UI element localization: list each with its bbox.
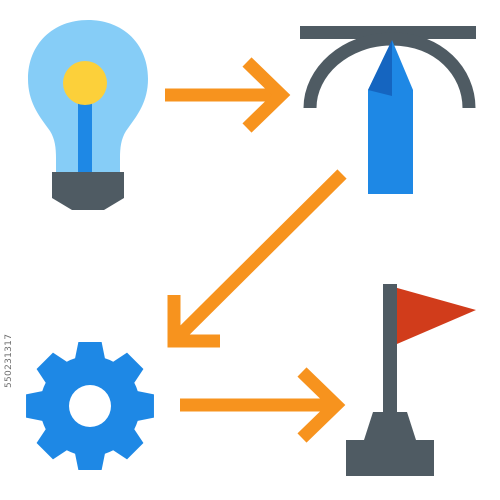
lightbulb-icon xyxy=(28,20,148,210)
pen-top-bar xyxy=(300,26,476,39)
gear-shape xyxy=(26,342,154,470)
pen-arch xyxy=(303,32,476,109)
gear-icon xyxy=(26,342,154,470)
bulb-base xyxy=(52,172,124,210)
arrow-idea-to-design xyxy=(165,57,291,133)
arrow-design-to-develop xyxy=(167,169,347,348)
flag-pole xyxy=(383,284,397,412)
stock-image-id: 550231317 xyxy=(4,333,14,388)
goal-flag-icon xyxy=(346,284,476,476)
flag-cloth xyxy=(383,284,476,350)
arrow-develop-to-goal xyxy=(180,367,346,443)
bulb-filament xyxy=(78,90,92,172)
pen-tool-icon xyxy=(300,26,476,194)
bulb-core xyxy=(63,61,107,105)
pen-tip xyxy=(368,40,392,96)
flag-stand xyxy=(364,412,416,440)
flag-base xyxy=(346,440,434,476)
